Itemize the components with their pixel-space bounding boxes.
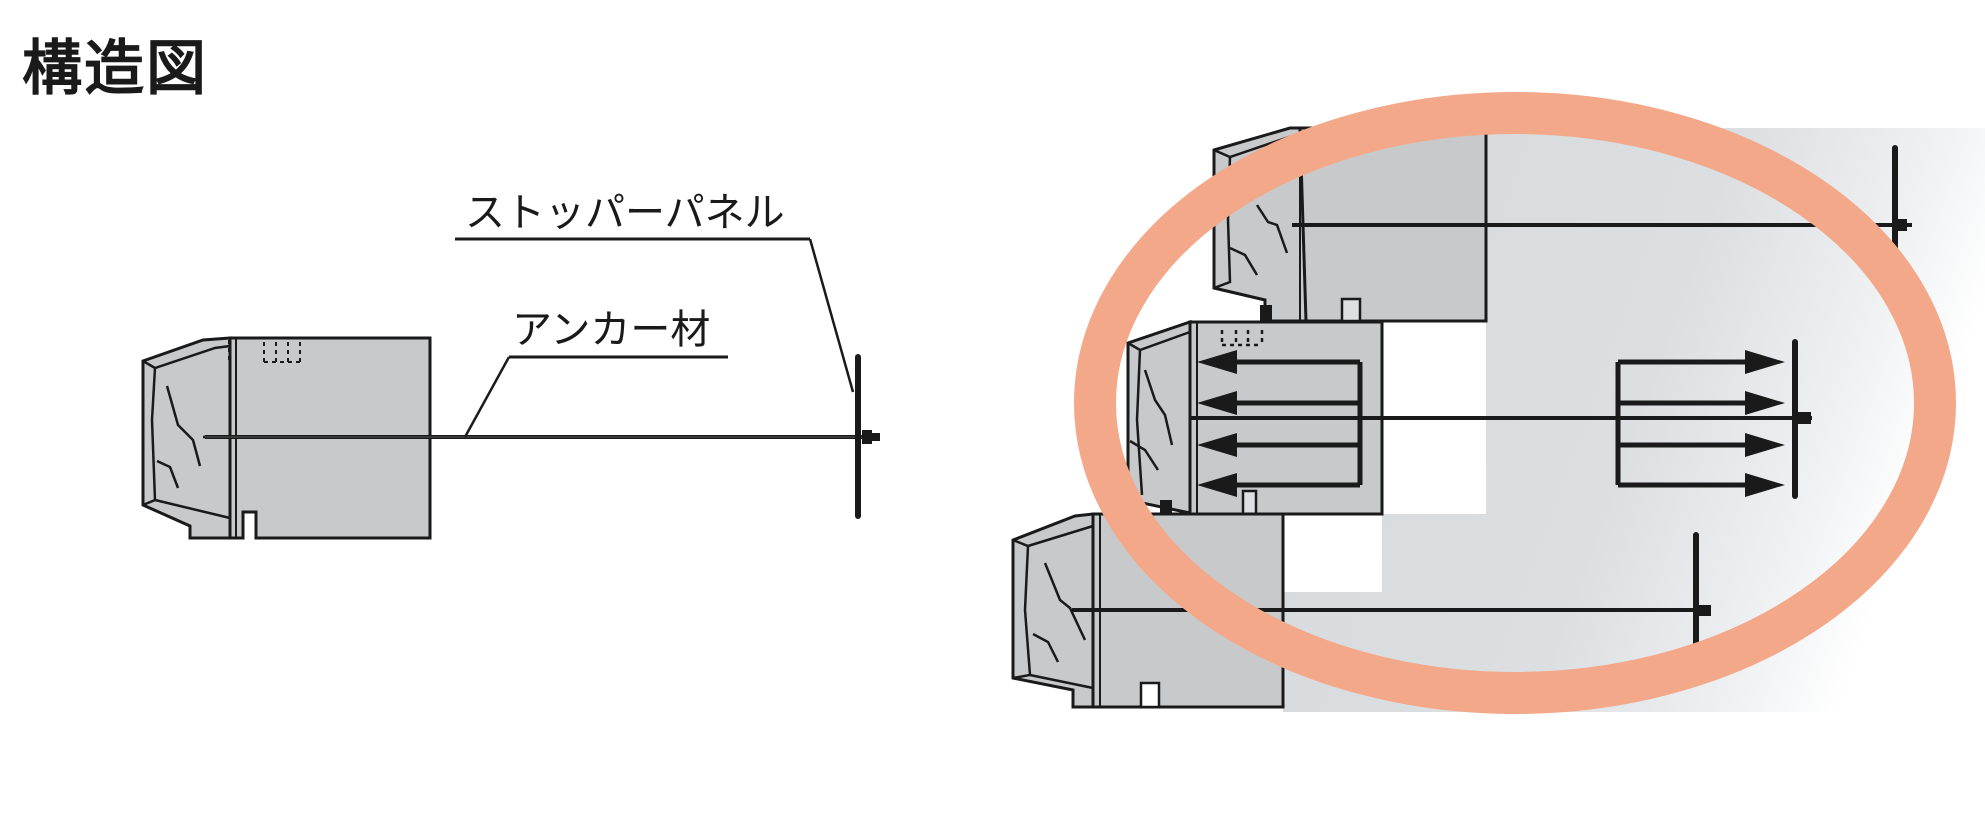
- arrows-left: [1197, 350, 1363, 497]
- stopper-panel-callout: ストッパーパネル: [455, 190, 855, 393]
- anchor-member-callout: アンカー材: [463, 307, 728, 438]
- highlight-ellipse: [1074, 92, 1956, 714]
- anchor-member-label: アンカー材: [512, 307, 710, 353]
- left-diagram: ストッパーパネル アンカー材: [141, 190, 880, 540]
- right-diagram: [1011, 92, 1985, 714]
- anchor-nut: [862, 430, 880, 444]
- stopper-panel-label: ストッパーパネル: [465, 190, 785, 236]
- arrows-right: [1615, 350, 1785, 497]
- middle-block: [1126, 319, 1812, 516]
- page-title: 構造図: [22, 34, 208, 104]
